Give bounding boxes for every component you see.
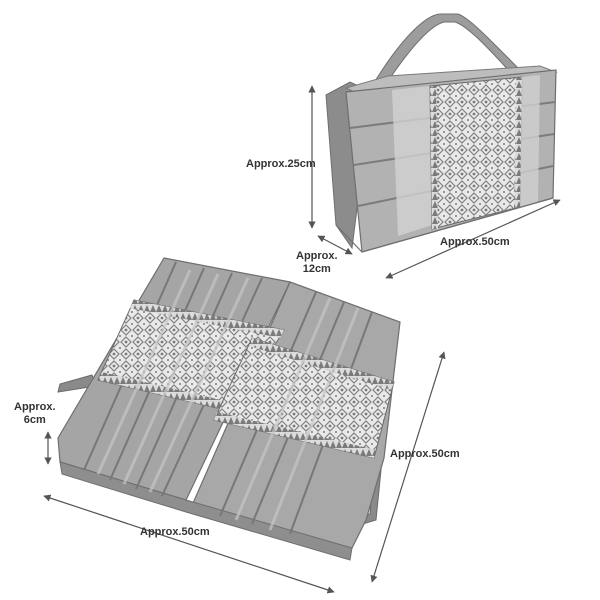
mat-thickness-label-line2: 6cm bbox=[23, 414, 46, 426]
dimension-arrows bbox=[43, 85, 561, 594]
mat-length-label: Approx.50cm bbox=[390, 448, 460, 460]
bag-width-arrow bbox=[385, 199, 561, 279]
bag-depth-arrow bbox=[317, 235, 353, 255]
bag-height-label: Approx.25cm bbox=[246, 158, 316, 170]
bag-depth-label-line2: 12cm bbox=[302, 263, 331, 275]
folded-cushion-bag bbox=[325, 13, 558, 253]
bag-depth-label: Approx. 12cm bbox=[296, 250, 338, 276]
mat-thickness-label: Approx. 6cm bbox=[14, 401, 56, 427]
mat-thickness-label-line1: Approx. bbox=[14, 401, 56, 413]
mat-length-arrow bbox=[370, 351, 446, 583]
unfolded-cushion-mat bbox=[57, 257, 401, 561]
mat-width-label: Approx.50cm bbox=[140, 526, 210, 538]
bag-depth-label-line1: Approx. bbox=[296, 250, 338, 262]
mat-width-arrow bbox=[43, 494, 335, 594]
bag-width-label: Approx.50cm bbox=[440, 236, 510, 248]
